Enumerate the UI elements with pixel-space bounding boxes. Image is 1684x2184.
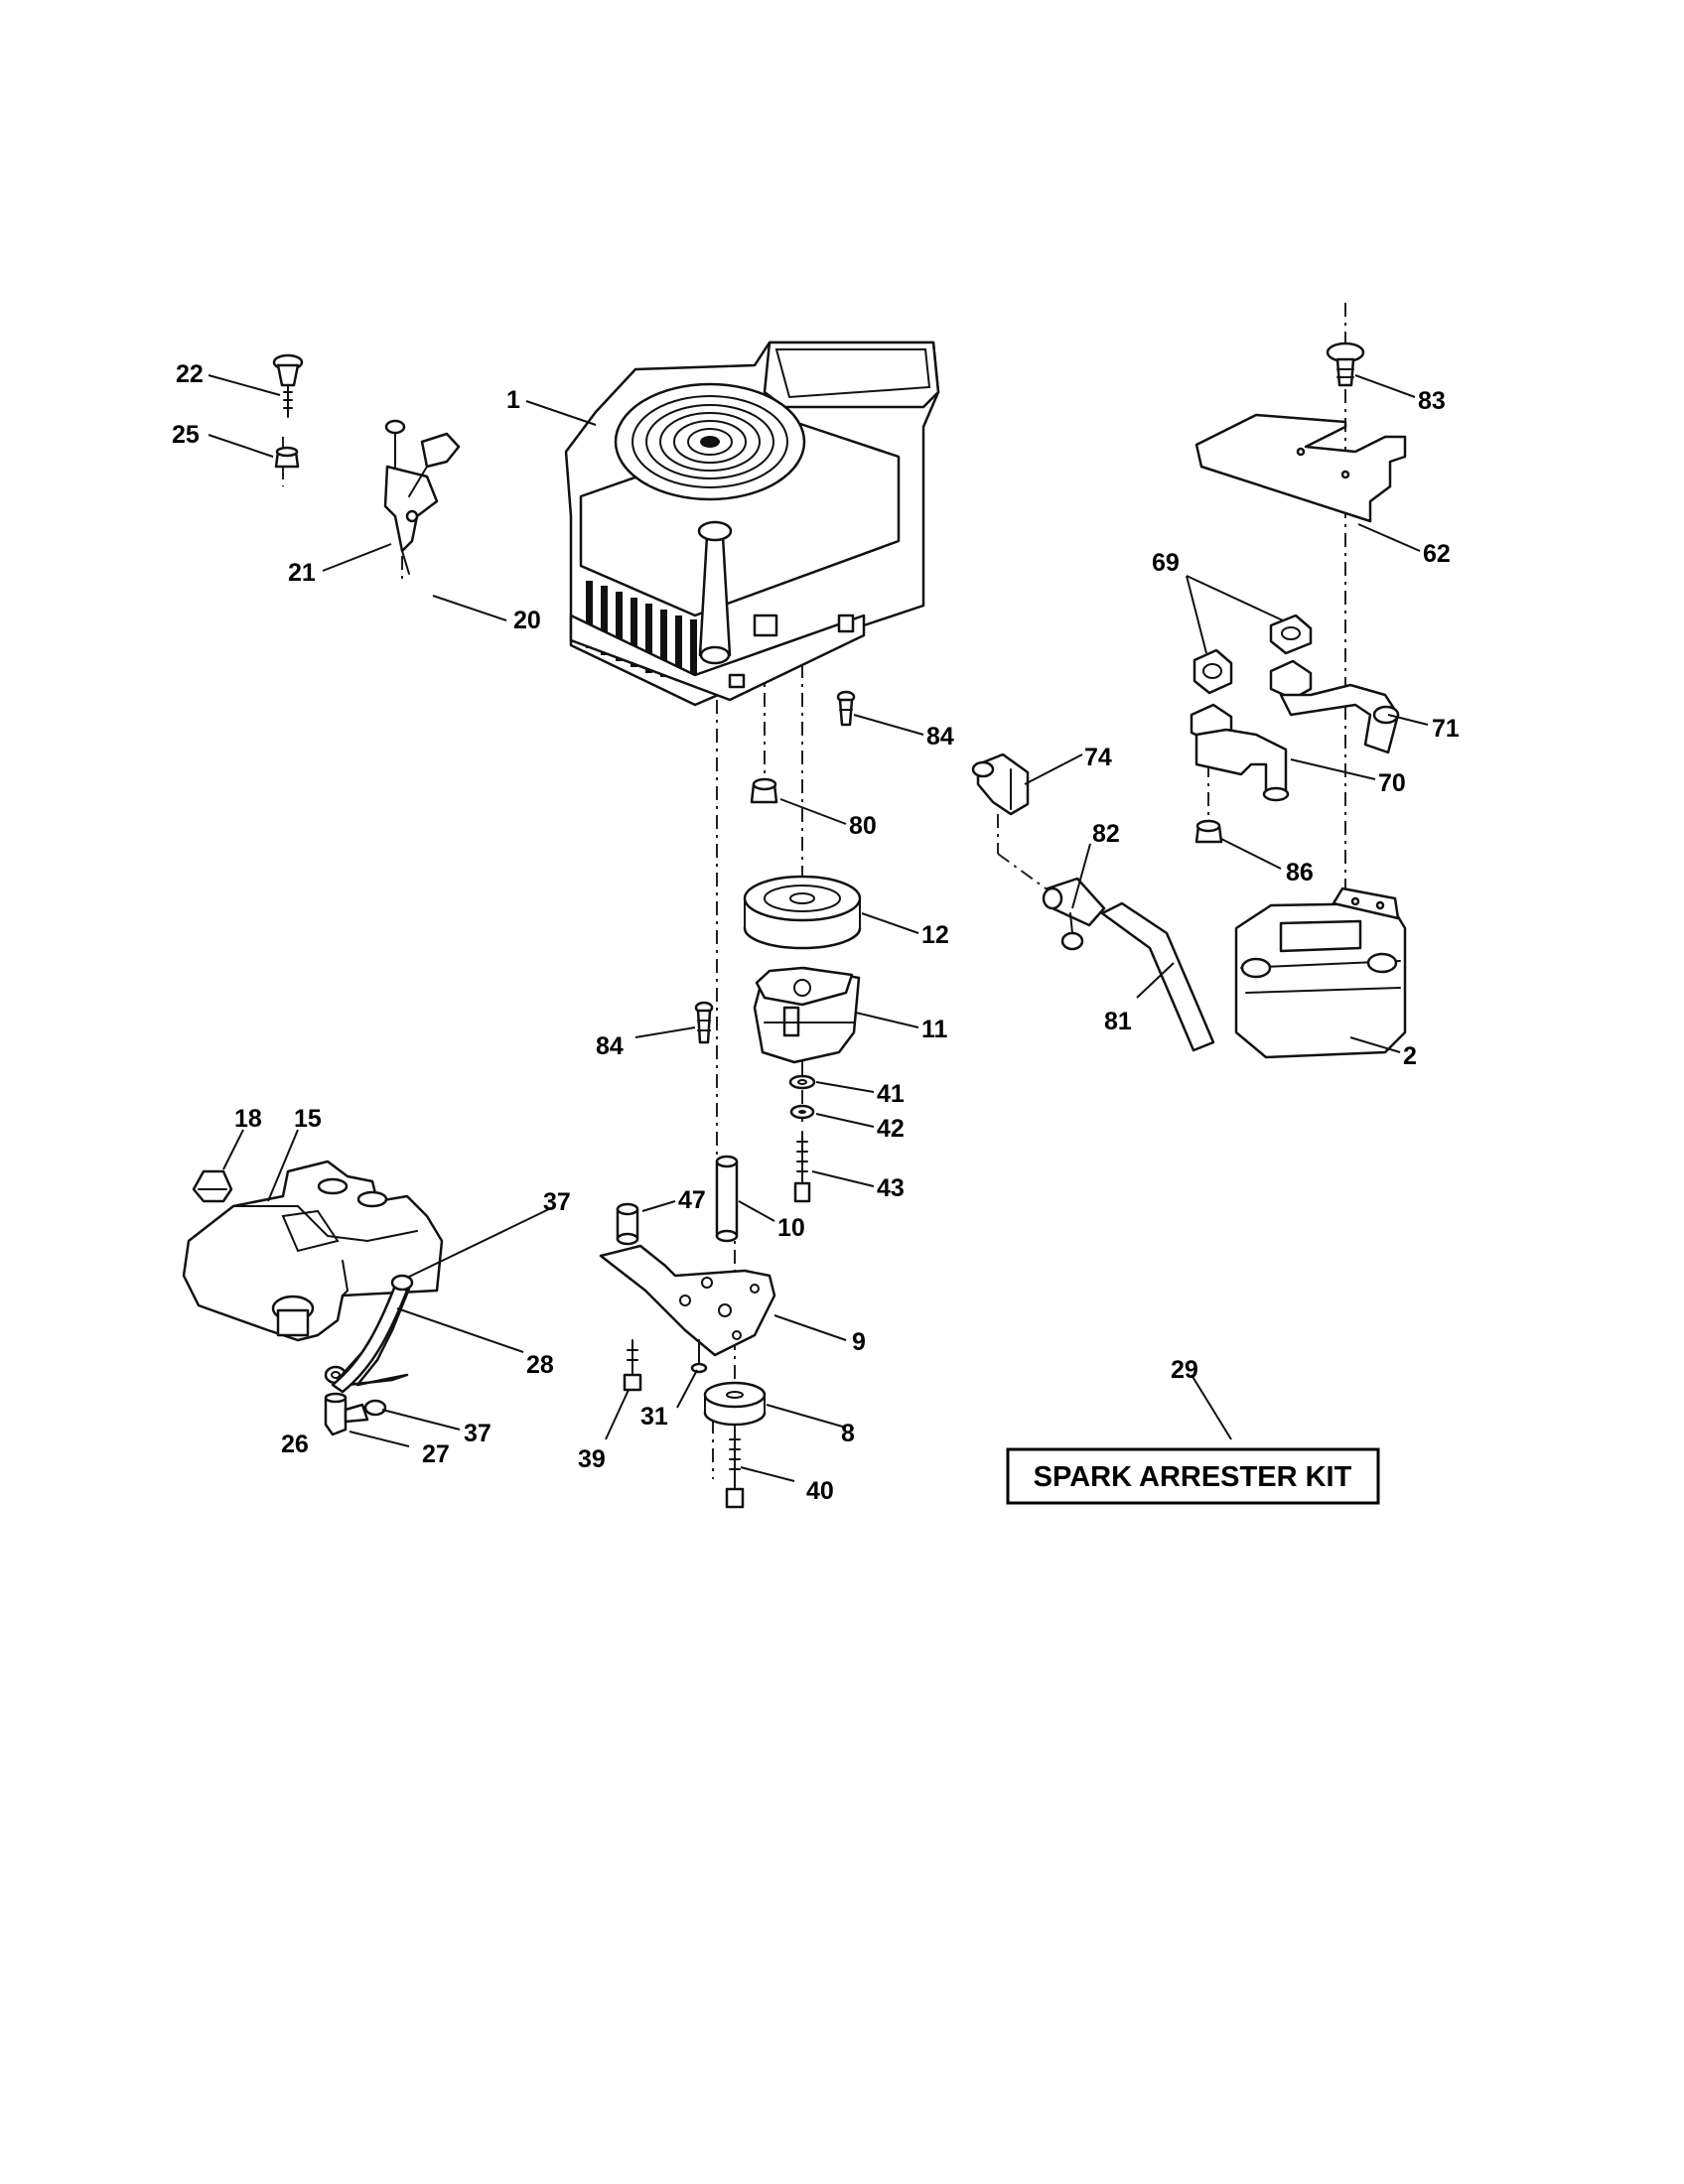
pulley-12 — [743, 875, 862, 950]
throttle-bracket — [383, 419, 461, 575]
callout-18: 18 — [234, 1105, 262, 1133]
callout-83: 83 — [1418, 387, 1446, 415]
clutch-11 — [753, 966, 861, 1064]
spacer-10 — [715, 1155, 739, 1243]
callout-41: 41 — [877, 1080, 905, 1108]
callout-2: 2 — [1403, 1042, 1417, 1070]
hose-clamp-37-lower — [363, 1399, 387, 1417]
exhaust-gaskets-69 — [1193, 614, 1313, 695]
fitting-27 — [324, 1392, 369, 1436]
elbow-74 — [971, 752, 1030, 816]
nut-86 — [1194, 819, 1223, 844]
washer-41 — [788, 1074, 816, 1090]
screw-31 — [690, 1339, 708, 1374]
fuel-hose-28 — [331, 1279, 411, 1394]
fuel-line-81 — [1100, 901, 1215, 1052]
exhaust-pipe-71 — [1269, 659, 1400, 754]
bolt-83 — [1326, 341, 1365, 387]
callout-86: 86 — [1286, 859, 1314, 887]
spark-arrester-kit-box: SPARK ARRESTER KIT — [1006, 1447, 1380, 1505]
callout-43: 43 — [877, 1174, 905, 1202]
cooling-fins — [586, 581, 697, 681]
callout-28: 28 — [526, 1351, 554, 1379]
fuel-filter-82 — [1042, 877, 1106, 951]
dipstick-cap — [272, 353, 304, 418]
callout-11: 11 — [921, 1016, 948, 1043]
bolt-43 — [793, 1131, 811, 1203]
callout-25: 25 — [172, 421, 200, 449]
callout-27: 27 — [422, 1440, 450, 1468]
callout-39: 39 — [578, 1445, 606, 1473]
callout-62: 62 — [1423, 540, 1451, 568]
fuel-tank-15 — [182, 1160, 444, 1342]
callout-84-lower: 84 — [596, 1032, 624, 1060]
callout-37-upper: 37 — [543, 1188, 571, 1216]
callout-labels: 1 22 25 21 20 83 62 69 71 70 86 2 74 82 … — [172, 360, 1460, 1505]
callout-70: 70 — [1378, 769, 1406, 797]
spark-arrester-kit-label: SPARK ARRESTER KIT — [1034, 1461, 1352, 1493]
callout-81: 81 — [1104, 1008, 1132, 1035]
callout-47: 47 — [678, 1186, 706, 1214]
bolt-84-upper — [836, 690, 856, 727]
nut-25 — [274, 446, 300, 469]
bolt-39 — [623, 1339, 642, 1392]
callout-9: 9 — [852, 1328, 866, 1356]
leader-lines — [208, 374, 1429, 1482]
bolt-84-lower — [694, 1001, 714, 1044]
engine-assembly — [564, 341, 940, 707]
callout-31: 31 — [640, 1403, 668, 1431]
nut-80 — [750, 777, 778, 804]
callout-42: 42 — [877, 1115, 905, 1143]
muffler-2 — [1234, 887, 1407, 1059]
callout-20: 20 — [513, 607, 541, 634]
callout-71: 71 — [1432, 715, 1460, 743]
heat-shield-62 — [1194, 413, 1407, 523]
callout-82: 82 — [1092, 820, 1120, 848]
callout-1: 1 — [506, 386, 520, 414]
callout-74: 74 — [1084, 744, 1112, 771]
callout-37-lower: 37 — [464, 1420, 491, 1447]
callout-22: 22 — [176, 360, 204, 388]
callout-84-upper: 84 — [926, 723, 954, 751]
callout-8: 8 — [841, 1420, 855, 1447]
callout-26: 26 — [281, 1431, 309, 1458]
hose-clamp-37-upper — [390, 1274, 414, 1292]
exhaust-pipe-70 — [1190, 703, 1290, 802]
callout-12: 12 — [921, 921, 949, 949]
callout-40: 40 — [806, 1477, 834, 1505]
spacer-47 — [616, 1202, 639, 1246]
fuel-cap-18 — [192, 1169, 233, 1203]
idler-bracket-9 — [599, 1244, 776, 1357]
callout-10: 10 — [777, 1214, 805, 1242]
callout-69: 69 — [1152, 549, 1180, 577]
idler-pulley-8 — [703, 1381, 767, 1427]
callout-29: 29 — [1171, 1356, 1198, 1384]
washer-42 — [789, 1104, 815, 1120]
callout-80: 80 — [849, 812, 877, 840]
callout-15: 15 — [294, 1105, 322, 1133]
callout-21: 21 — [288, 559, 316, 587]
bolt-40 — [725, 1429, 745, 1509]
